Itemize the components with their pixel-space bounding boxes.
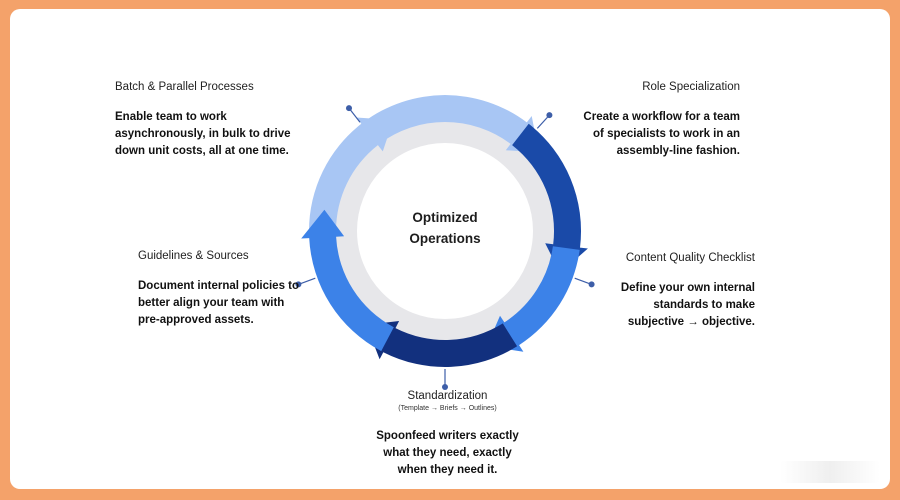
arrow-role-to-quality — [512, 123, 588, 273]
stage-standardization-body: Spoonfeed writers exactly what they need… — [376, 430, 519, 476]
tick-role-dot — [546, 112, 553, 119]
cycle-ticks — [295, 105, 595, 390]
tick-quality-line — [574, 277, 592, 285]
arrow-guidelines-loop — [301, 209, 394, 352]
tick-batch-dot — [346, 105, 352, 112]
center-label-line1: Optimized — [412, 210, 478, 225]
cycle-arrows — [301, 95, 588, 367]
center-label: Optimized Operations — [380, 207, 510, 249]
center-label-line2: Operations — [409, 231, 481, 246]
stage-standardization: Standardization (Template → Briefs → Out… — [355, 390, 540, 479]
stage-role-specialization: Role Specialization Create a workflow fo… — [570, 81, 740, 160]
stage-content-quality: Content Quality Checklist Define your ow… — [600, 252, 755, 331]
tick-standardization-dot — [442, 384, 448, 390]
stage-standardization-subtitle: (Template → Briefs → Outlines) — [398, 405, 497, 412]
arrow-guidelines-to-batch — [309, 117, 394, 231]
arrow-batch-to-role — [363, 95, 539, 153]
diagram-canvas: Optimized Operations Batch & Parallel Pr… — [10, 9, 890, 489]
stage-guidelines-body: Document internal policies to better ali… — [138, 280, 300, 326]
watermark — [780, 461, 880, 483]
stage-batch-parallel: Batch & Parallel Processes Enable team t… — [115, 81, 315, 160]
stage-role-title: Role Specialization — [642, 81, 740, 93]
tick-guidelines-line — [298, 277, 316, 285]
stage-guidelines-title: Guidelines & Sources — [138, 250, 249, 262]
stage-quality-body: Define your own internal standards to ma… — [620, 282, 755, 328]
inner-ring — [335, 121, 555, 341]
arrow-standardization-to-guidelines — [366, 321, 518, 367]
stage-batch-body: Enable team to work asynchronously, in b… — [115, 111, 291, 157]
stage-role-body: Create a workflow for a team of speciali… — [583, 111, 740, 157]
stage-quality-title: Content Quality Checklist — [625, 252, 755, 264]
stage-standardization-title: Standardization — [407, 390, 488, 402]
stage-batch-title: Batch & Parallel Processes — [115, 81, 254, 93]
tick-quality-dot — [588, 281, 595, 288]
stage-guidelines-sources: Guidelines & Sources Document internal p… — [138, 250, 308, 329]
cycle-diagram — [295, 95, 595, 390]
arrow-quality-to-standardization — [486, 246, 580, 352]
tick-guidelines-dot — [295, 281, 302, 288]
